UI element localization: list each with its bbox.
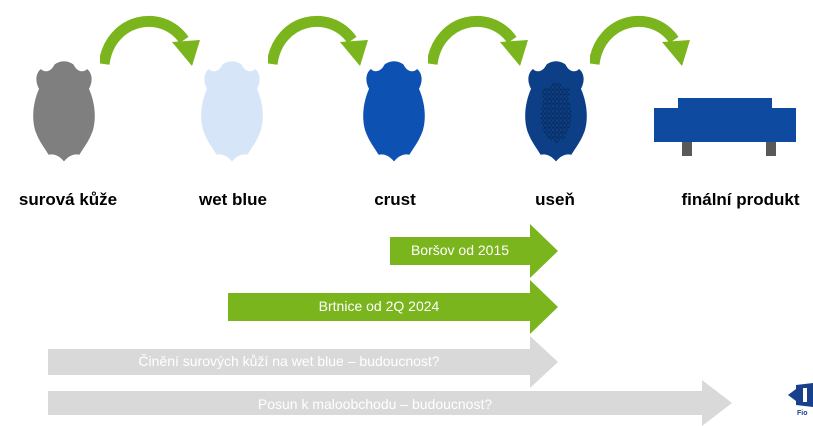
wet-blue-hide-icon <box>201 61 263 162</box>
timeline-arrow-borsov <box>390 224 558 278</box>
stage-label-crust: crust <box>374 190 416 209</box>
finished-leather-icon <box>525 61 587 162</box>
crust-hide-icon <box>363 61 425 162</box>
timeline-arrow-tanning-future <box>48 336 558 388</box>
timeline-label-tanning-future: Činění surových kůží na wet blue – budou… <box>138 353 440 369</box>
timeline-label-brtnice: Brtnice od 2Q 2024 <box>318 298 440 314</box>
raw-hide-icon <box>33 61 95 162</box>
timeline-label-retail-future: Posun k maloobchodu – budoucnost? <box>257 396 493 412</box>
flow-arrow-4 <box>590 15 690 66</box>
stage-label-final-product: finální produkt <box>681 190 800 209</box>
timeline-label-borsov: Boršov od 2015 <box>410 242 510 258</box>
flow-arrow-2 <box>268 15 368 66</box>
stage-label-raw-hide: surová kůže <box>18 190 118 209</box>
timeline-arrow-retail-future <box>48 380 732 426</box>
fio-logo <box>788 383 813 407</box>
stage-label-wet-blue: wet blue <box>198 190 267 209</box>
flow-arrow-3 <box>428 15 528 66</box>
stage-label-leather: useň <box>535 190 575 209</box>
timeline-arrow-brtnice <box>228 280 558 334</box>
sofa-icon <box>654 98 796 156</box>
fio-logo-text: Fio <box>797 410 808 417</box>
flow-arrow-1 <box>100 15 200 66</box>
